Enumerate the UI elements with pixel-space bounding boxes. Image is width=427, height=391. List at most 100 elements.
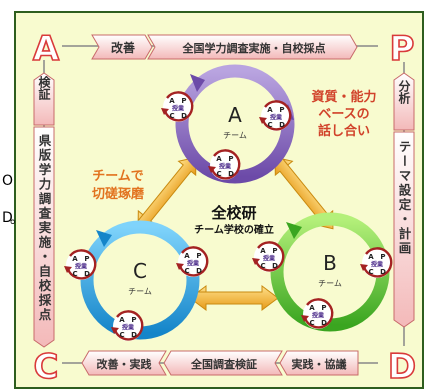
mini-cycle-arrow bbox=[113, 310, 144, 341]
mini-cycle-arrow bbox=[261, 100, 292, 131]
mini-cycle-letter-c: C bbox=[119, 331, 124, 339]
stray-char-o: O bbox=[2, 173, 14, 189]
corner-letters: A P C D bbox=[32, 28, 417, 388]
connector-arrows bbox=[136, 156, 334, 311]
mini-cycle-letter-a: A bbox=[309, 304, 315, 312]
team-b-sub: チーム bbox=[318, 279, 342, 288]
mini-cycle-arrow bbox=[254, 241, 285, 272]
center-label: 全校研 チーム学校の確立 bbox=[194, 204, 274, 236]
mini-cycle-letter-c: C bbox=[169, 112, 174, 120]
mini-cycle-letter-a: A bbox=[267, 106, 273, 114]
left-banner-verify: 検証 bbox=[37, 75, 51, 101]
mini-cycle-arrow bbox=[66, 249, 97, 280]
mini-cycle-letter-d: D bbox=[228, 170, 234, 178]
bottom-banner-practice-discussion: 実践・協議 bbox=[292, 357, 347, 371]
mini-cycle-letter-d: D bbox=[380, 268, 386, 276]
mini-cycle-core: 授業 bbox=[187, 260, 200, 268]
bottom-banner-survey-review: 全国調査検証 bbox=[190, 357, 257, 371]
mini-cycle-disc bbox=[210, 150, 240, 180]
mini-cycle-arrow bbox=[362, 247, 393, 278]
mini-cycle-disc bbox=[66, 250, 96, 280]
mini-cycle-core: 授業 bbox=[312, 312, 325, 320]
mini-cycle-letter-c: C bbox=[260, 262, 265, 270]
right-message-line-3: 話し合い bbox=[318, 123, 370, 139]
mini-cycle-arrowhead bbox=[176, 263, 184, 270]
right-message: 資質・能力 ベースの 話し合い bbox=[311, 89, 376, 139]
mini-cycle-letter-a: A bbox=[216, 155, 222, 163]
arrow-a-to-c bbox=[136, 156, 197, 230]
mini-cycle-letter-p: P bbox=[321, 304, 326, 312]
mini-cycle-arrow bbox=[163, 91, 194, 122]
mini-cycle-letter-p: P bbox=[272, 247, 277, 255]
mini-cycle-arrow bbox=[303, 298, 334, 329]
mini-cycle-letter-c: C bbox=[72, 270, 77, 278]
mini-cycle-letter-p: P bbox=[228, 155, 233, 163]
mini-cycle-arrowhead bbox=[208, 166, 216, 173]
mini-cycle-arrowhead bbox=[64, 266, 72, 273]
mini-cycle-disc bbox=[254, 242, 284, 272]
right-message-line-2: ベースの bbox=[318, 107, 369, 122]
mini-cycle-arrowhead bbox=[360, 264, 368, 271]
mini-cycle-arrowhead bbox=[301, 315, 309, 322]
team-c-sub: チーム bbox=[128, 287, 152, 296]
mini-cycle-letter-d: D bbox=[84, 270, 90, 278]
mini-cycle-letter-a: A bbox=[169, 97, 175, 105]
bottom-banner: 改善・実践 全国調査検証 実践・協議 bbox=[81, 350, 359, 376]
mini-cycle-letter-p: P bbox=[380, 253, 385, 261]
mini-cycle-letter-d: D bbox=[181, 112, 187, 120]
mini-cycle-letter-c: C bbox=[216, 170, 221, 178]
arrow-c-to-b bbox=[189, 285, 279, 311]
right-banner-analysis: 分析 bbox=[397, 79, 411, 105]
mini-cycle-letter-d: D bbox=[321, 319, 327, 327]
team-b-letter: B bbox=[323, 251, 337, 275]
left-vertical-label: 県版学力調査実施・自校採点 bbox=[37, 134, 52, 323]
team-c-letter: C bbox=[133, 259, 147, 283]
mini-cycle-core: 授業 bbox=[270, 114, 283, 122]
mini-cycle-letter-p: P bbox=[181, 97, 186, 105]
mini-cycle-letter-c: C bbox=[368, 268, 373, 276]
mini-cycle-letter-p: P bbox=[131, 316, 136, 324]
mini-cycle-letter-c: C bbox=[309, 319, 314, 327]
mini-cycle-disc bbox=[303, 299, 333, 329]
corner-p: P bbox=[390, 29, 415, 69]
mini-cycle-letter-c: C bbox=[184, 267, 189, 275]
mini-cycle-arrowhead bbox=[161, 108, 169, 115]
mini-cycle-letter-a: A bbox=[368, 253, 374, 261]
mini-cycle-arrowhead bbox=[259, 117, 267, 124]
mini-cycle-core: 授業 bbox=[263, 255, 276, 263]
corner-c: C bbox=[34, 347, 59, 387]
mini-cycle-arrowhead bbox=[252, 258, 260, 265]
mini-cycle-letter-d: D bbox=[279, 121, 285, 129]
mini-cycle-core: 授業 bbox=[172, 105, 185, 113]
mini-cycle-letter-a: A bbox=[260, 247, 266, 255]
top-banner: 改善 全国学力調査実施・自校採点 bbox=[91, 34, 358, 60]
mini-cycle-disc bbox=[261, 101, 291, 131]
mini-cycle-letter-p: P bbox=[279, 106, 284, 114]
mini-cycle-disc bbox=[362, 248, 392, 278]
top-banner-improve: 改善 bbox=[111, 40, 135, 55]
left-message-line-1: チームで bbox=[92, 169, 144, 184]
mini-cycle-letter-p: P bbox=[196, 252, 201, 260]
mini-cycle-arrow bbox=[210, 149, 241, 180]
corner-a: A bbox=[33, 29, 60, 69]
mini-cycle-letter-d: D bbox=[272, 262, 278, 270]
left-message-line-2: 切磋琢磨 bbox=[92, 186, 144, 202]
team-a-letter: A bbox=[228, 103, 242, 127]
mini-cycle-letter-a: A bbox=[119, 316, 125, 324]
mini-cycle-letter-a: A bbox=[72, 255, 78, 263]
team-a-sub: チーム bbox=[223, 131, 247, 140]
bottom-banner-improve-practice: 改善・実践 bbox=[97, 357, 152, 371]
stray-char-d: D bbox=[2, 210, 13, 226]
arrow-a-to-b bbox=[274, 156, 334, 230]
right-message-line-1: 資質・能力 bbox=[311, 89, 376, 105]
left-message: チームで 切磋琢磨 bbox=[92, 169, 144, 202]
right-banner: 分析 テーマ設定・計画 bbox=[393, 72, 415, 328]
